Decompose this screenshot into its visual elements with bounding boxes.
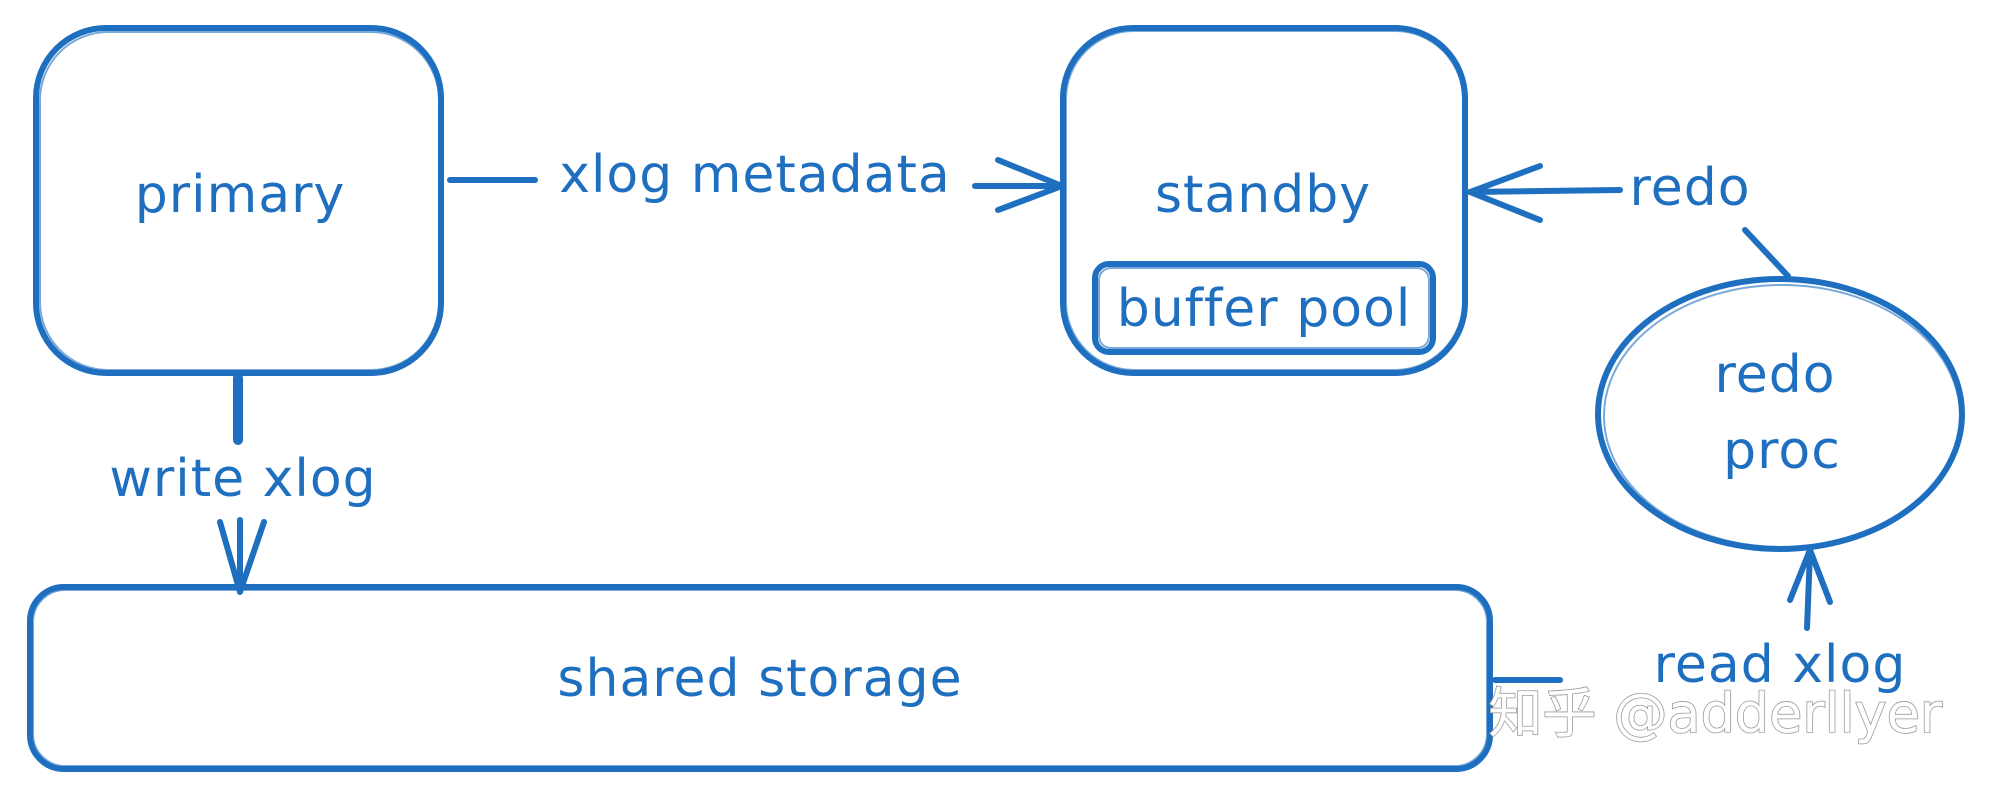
shared-storage-node: shared storage <box>27 584 1493 772</box>
edge-read-xlog-label: read xlog <box>1654 635 1907 695</box>
redo-proc-node: redo proc <box>1595 276 1965 552</box>
arrowhead-icon <box>1467 163 1543 223</box>
shared-storage-label: shared storage <box>557 649 962 709</box>
buffer-pool-label: buffer pool <box>1117 279 1412 339</box>
arrowhead-icon <box>217 519 267 595</box>
standby-node: standby buffer pool <box>1060 25 1468 376</box>
standby-label: standby <box>1155 165 1371 225</box>
edge-redo-label: redo <box>1629 158 1750 218</box>
edge-write-xlog-label: write xlog <box>109 449 376 509</box>
edge-xlog-metadata: xlog metadata <box>447 145 1065 213</box>
watermark-text: 知乎 @adderllyer <box>1488 682 1942 745</box>
arrowhead-icon <box>995 157 1065 213</box>
buffer-pool-node: buffer pool <box>1092 261 1436 355</box>
arrowhead-icon <box>1787 547 1833 605</box>
edge-read-xlog: read xlog <box>1492 547 1907 695</box>
edge-redo: redo <box>1467 158 1791 279</box>
primary-label: primary <box>135 165 346 225</box>
redo-proc-label-line1: redo <box>1714 345 1835 405</box>
redo-proc-label-line2: proc <box>1723 421 1841 481</box>
primary-node: primary <box>33 25 444 376</box>
edge-write-xlog: write xlog <box>109 373 376 595</box>
edge-xlog-metadata-label: xlog metadata <box>559 145 951 205</box>
